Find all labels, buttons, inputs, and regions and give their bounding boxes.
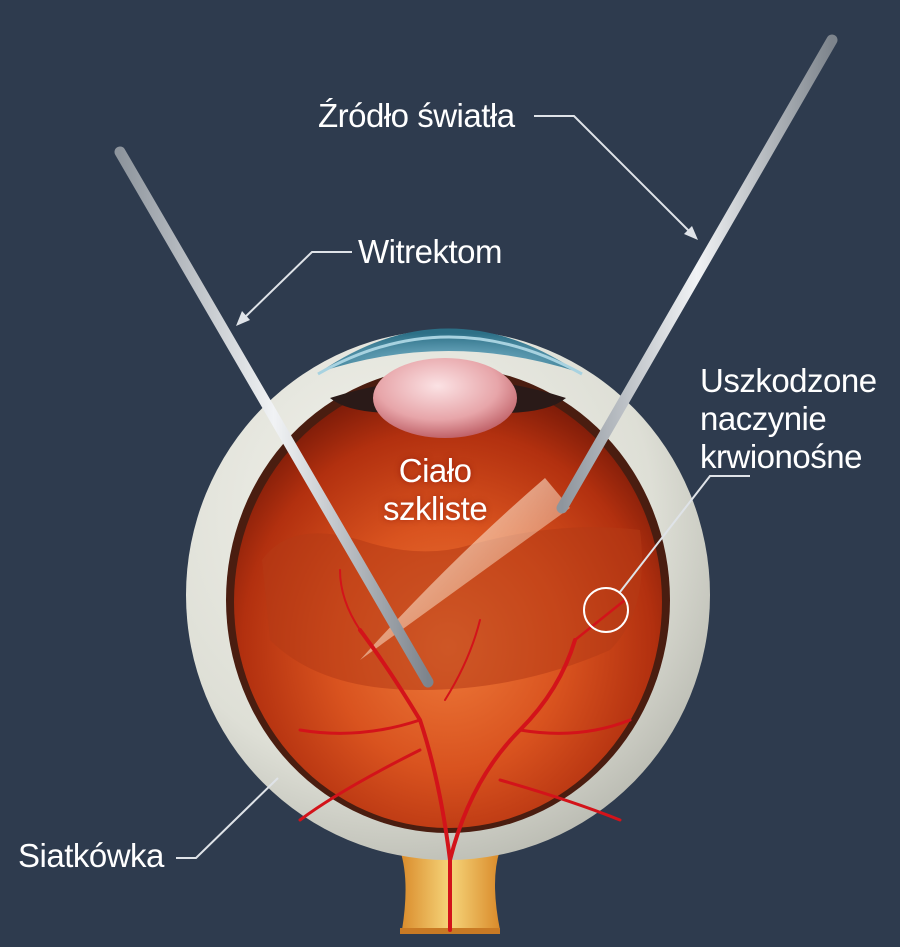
vitreous-body-label-line1: Ciało — [398, 452, 472, 489]
damaged-vessel-label: Uszkodzone naczynie krwionośne — [700, 362, 877, 476]
leader-arrowheads — [236, 226, 698, 326]
vitreous-body-label-line2: szkliste — [383, 490, 488, 527]
blood-vessels — [298, 569, 632, 932]
leader-damaged-vessel — [619, 475, 750, 593]
damaged-vessel-label-line3: krwionośne — [700, 438, 862, 475]
retina-label: Siatkówka — [18, 837, 164, 874]
cornea-edge — [317, 335, 583, 376]
damaged-vessel-label-line1: Uszkodzone — [700, 362, 877, 399]
vitrectome-rod — [114, 146, 434, 688]
lens — [373, 358, 517, 438]
damaged-vessel-label-line2: naczynie — [700, 400, 827, 437]
vitrectome-label: Witrektom — [358, 233, 503, 270]
leader-light-source — [534, 115, 695, 237]
cornea — [320, 328, 578, 372]
leader-lines — [176, 115, 750, 859]
damaged-vessel-marker — [583, 587, 629, 633]
light-beam — [360, 478, 570, 660]
vitreous-body-label: Ciało szkliste — [383, 452, 488, 528]
light-source-rod — [556, 34, 838, 514]
light-source-label: Źródło światła — [318, 97, 515, 134]
leader-vitrectome — [239, 251, 352, 323]
leader-retina — [176, 777, 279, 859]
